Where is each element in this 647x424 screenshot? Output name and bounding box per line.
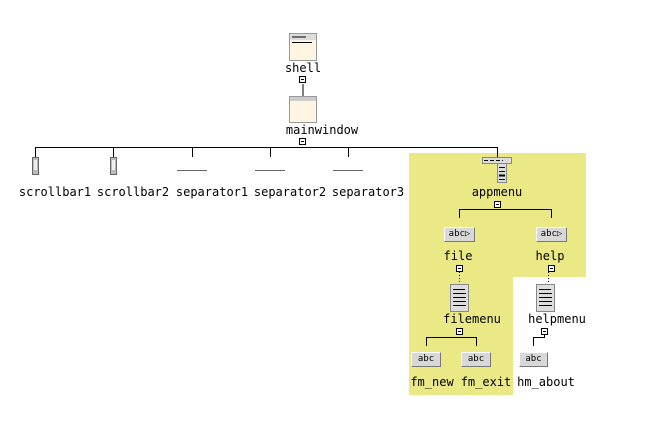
help-cascade-icon[interactable]: abc▷ <box>536 227 567 242</box>
helpmenu-icon <box>536 284 555 312</box>
node-appmenu[interactable]: appmenu <box>471 185 523 199</box>
file-cascade-icon[interactable]: abc▷ <box>444 227 475 242</box>
node-fm-exit[interactable]: fm_exit <box>460 375 512 389</box>
node-separator2[interactable]: separator2 <box>253 185 327 199</box>
mainwindow-icon <box>289 96 317 123</box>
filemenu-icon <box>450 284 469 312</box>
hm-about-button-icon[interactable]: abc <box>519 352 548 367</box>
node-help[interactable]: help <box>535 249 565 263</box>
node-separator1[interactable]: separator1 <box>175 185 249 199</box>
node-fm-new[interactable]: fm_new <box>410 375 454 389</box>
shell-icon <box>289 33 317 61</box>
node-filemenu[interactable]: filemenu <box>443 312 501 326</box>
node-file[interactable]: file <box>443 249 473 263</box>
node-separator3[interactable]: separator3 <box>331 185 405 199</box>
menubar-icon <box>482 157 512 183</box>
fm-new-button-icon[interactable]: abc <box>411 352 441 367</box>
node-hm-about[interactable]: hm_about <box>517 375 575 389</box>
node-scrollbar1[interactable]: scrollbar1 <box>18 185 92 199</box>
node-scrollbar2[interactable]: scrollbar2 <box>96 185 170 199</box>
node-helpmenu[interactable]: helpmenu <box>528 312 586 326</box>
node-mainwindow[interactable]: mainwindow <box>285 123 359 137</box>
fm-exit-button-icon[interactable]: abc <box>461 352 491 367</box>
scrollbar2-icon <box>110 157 117 175</box>
scrollbar1-icon <box>32 157 39 175</box>
node-shell[interactable]: shell <box>284 61 322 75</box>
